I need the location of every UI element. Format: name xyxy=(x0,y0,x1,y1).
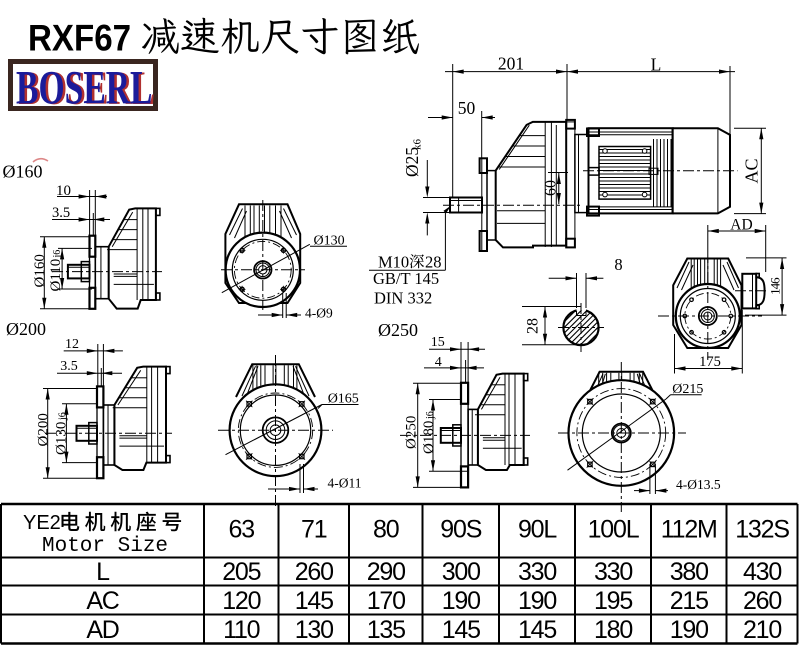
svg-text:80: 80 xyxy=(373,516,399,544)
svg-text:175: 175 xyxy=(699,354,721,370)
svg-text:Ø215: Ø215 xyxy=(672,382,703,397)
svg-text:j6: j6 xyxy=(52,250,63,259)
svg-text:4-Ø11: 4-Ø11 xyxy=(328,476,362,491)
svg-text:4: 4 xyxy=(435,355,442,370)
svg-text:145: 145 xyxy=(295,587,333,615)
svg-text:300: 300 xyxy=(442,558,480,586)
svg-text:Ø25: Ø25 xyxy=(402,147,422,177)
svg-text:Ø130: Ø130 xyxy=(54,422,70,455)
svg-text:71: 71 xyxy=(301,516,327,544)
svg-text:k6: k6 xyxy=(412,139,424,151)
svg-text:j6: j6 xyxy=(58,412,69,421)
svg-text:3.5: 3.5 xyxy=(52,205,70,221)
svg-text:j6: j6 xyxy=(425,411,436,420)
svg-text:63: 63 xyxy=(229,516,255,544)
svg-text:L: L xyxy=(96,558,110,586)
svg-text:215: 215 xyxy=(670,587,708,615)
svg-text:330: 330 xyxy=(594,558,632,586)
svg-text:YE2: YE2 xyxy=(23,512,61,534)
svg-text:120: 120 xyxy=(222,587,260,615)
svg-text:Motor Size: Motor Size xyxy=(42,535,168,558)
svg-text:146: 146 xyxy=(768,277,783,295)
svg-text:DIN 332: DIN 332 xyxy=(374,289,432,308)
svg-text:132S: 132S xyxy=(735,516,789,544)
svg-text:M10: M10 xyxy=(378,253,409,272)
svg-text:RXF67: RXF67 xyxy=(28,18,131,59)
svg-text:145: 145 xyxy=(442,616,480,644)
svg-text:AC: AC xyxy=(742,158,762,183)
svg-text:10: 10 xyxy=(56,183,71,199)
svg-text:15: 15 xyxy=(431,335,445,350)
svg-text:4-Ø13.5: 4-Ø13.5 xyxy=(676,477,721,492)
svg-text:110: 110 xyxy=(223,616,260,644)
svg-text:190: 190 xyxy=(670,616,708,644)
svg-text:90L: 90L xyxy=(518,516,557,544)
svg-text:Ø110: Ø110 xyxy=(48,259,64,292)
svg-text:100L: 100L xyxy=(588,516,640,544)
svg-text:3.5: 3.5 xyxy=(60,359,78,374)
svg-text:Ø160: Ø160 xyxy=(3,161,43,181)
svg-text:AC: AC xyxy=(86,587,119,615)
svg-text:170: 170 xyxy=(367,587,405,615)
svg-text:380: 380 xyxy=(670,558,708,586)
svg-text:260: 260 xyxy=(743,587,781,615)
svg-text:260: 260 xyxy=(295,558,333,586)
svg-text:195: 195 xyxy=(594,587,632,615)
svg-text:50: 50 xyxy=(458,98,476,118)
svg-text:210: 210 xyxy=(743,616,781,644)
svg-text:145: 145 xyxy=(518,616,556,644)
svg-text:Ø130: Ø130 xyxy=(314,234,345,249)
svg-text:AD: AD xyxy=(730,217,752,234)
svg-text:130: 130 xyxy=(295,616,333,644)
svg-text:430: 430 xyxy=(743,558,781,586)
svg-text:L: L xyxy=(651,55,662,75)
svg-text:Ø250: Ø250 xyxy=(378,320,418,340)
svg-text:112M: 112M xyxy=(661,516,717,544)
svg-text:Ø200: Ø200 xyxy=(6,319,46,339)
svg-text:Ø180: Ø180 xyxy=(421,421,437,454)
svg-text:180: 180 xyxy=(594,616,632,644)
svg-text:Ø160: Ø160 xyxy=(32,254,48,287)
svg-text:90S: 90S xyxy=(440,516,481,544)
svg-text:205: 205 xyxy=(222,558,260,586)
svg-text:190: 190 xyxy=(442,587,480,615)
svg-text:330: 330 xyxy=(518,558,556,586)
svg-text:12: 12 xyxy=(65,337,79,352)
svg-text:Ø200: Ø200 xyxy=(36,413,52,446)
svg-text:Ø250: Ø250 xyxy=(404,416,420,449)
svg-text:8: 8 xyxy=(614,255,622,274)
svg-text:201: 201 xyxy=(498,54,524,74)
svg-text:GB/T 145: GB/T 145 xyxy=(373,269,439,288)
svg-text:190: 190 xyxy=(518,587,556,615)
svg-text:290: 290 xyxy=(367,558,405,586)
svg-text:Ø165: Ø165 xyxy=(328,392,359,407)
svg-text:BOSERL: BOSERL xyxy=(16,62,153,115)
svg-text:28: 28 xyxy=(425,253,442,272)
svg-text:135: 135 xyxy=(367,616,405,644)
svg-text:AD: AD xyxy=(86,616,118,644)
svg-text:BOSERL: BOSERL xyxy=(19,62,156,115)
svg-text:28: 28 xyxy=(525,318,542,334)
svg-text:60: 60 xyxy=(543,180,560,196)
svg-text:4-Ø9: 4-Ø9 xyxy=(305,306,333,321)
